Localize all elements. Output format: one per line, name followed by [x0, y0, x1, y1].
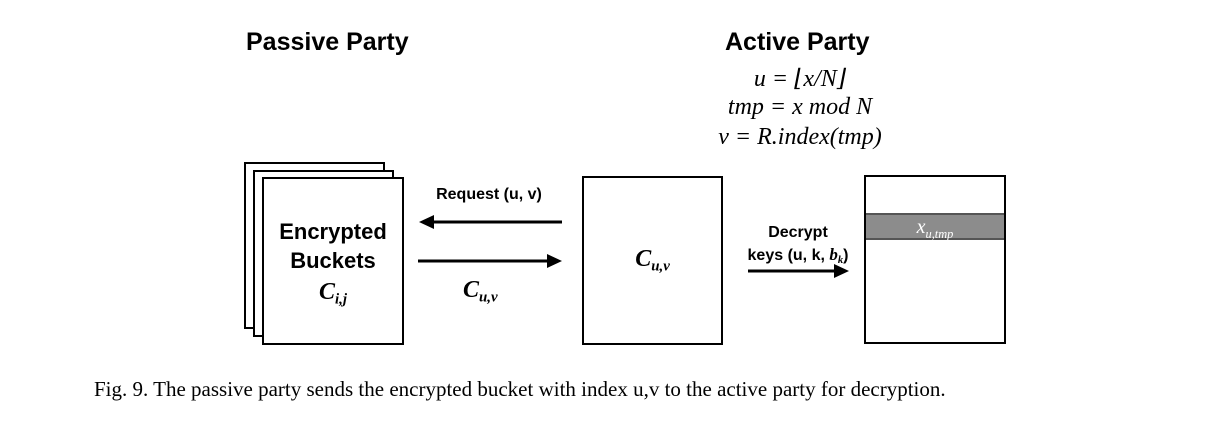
formula-v: v = R.index(tmp) [718, 124, 882, 150]
bucket-label-line2: Buckets [290, 248, 376, 273]
encrypted-buckets-box: Encrypted Buckets Ci,j [262, 177, 404, 345]
formula-u: u = ⌊x/N⌋ [753, 66, 847, 92]
response-arrow [418, 254, 562, 268]
response-symbol: Cu,v [463, 277, 498, 306]
bucket-label-line1: Encrypted [279, 219, 387, 244]
bucket-symbol: Ci,j [319, 279, 347, 308]
decrypt-label-line2: keys (u, k, bk) [747, 245, 849, 267]
decrypted-result-box: xu,tmp [864, 175, 1006, 344]
decrypt-arrow [748, 264, 849, 278]
ciphertext-symbol: Cu,v [635, 246, 670, 275]
request-label: Request (u, v) [436, 186, 542, 203]
decrypted-row-label: xu,tmp [916, 216, 954, 241]
ciphertext-box: Cu,v [582, 176, 723, 345]
figure-caption: Fig. 9. The passive party sends the encr… [94, 377, 946, 401]
request-arrow [419, 215, 562, 229]
decrypted-row: xu,tmp [866, 213, 1004, 241]
formula-tmp: tmp = x mod N [727, 94, 873, 120]
passive-party-title: Passive Party [246, 28, 409, 56]
decrypt-label-line1: Decrypt [768, 224, 828, 241]
active-party-title: Active Party [725, 28, 870, 56]
